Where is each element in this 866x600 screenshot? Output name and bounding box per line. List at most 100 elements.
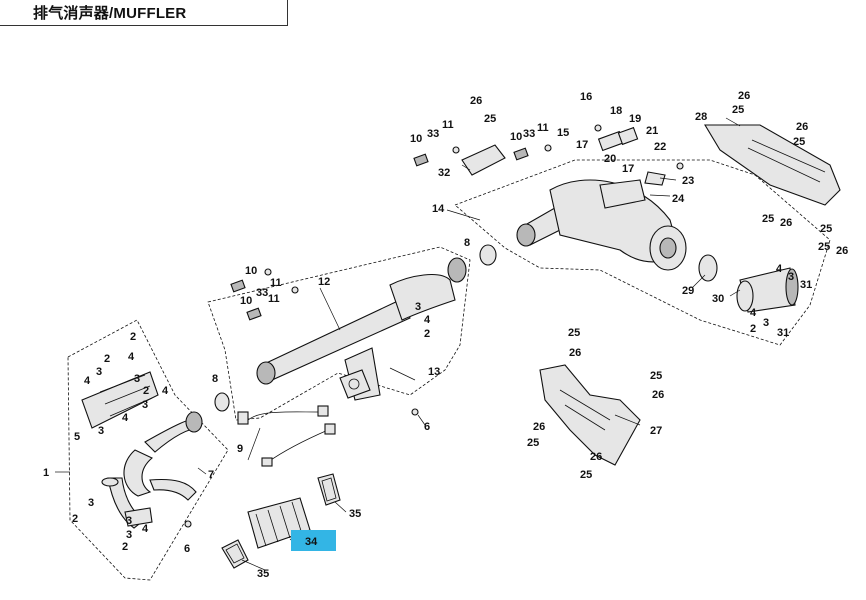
- callout-21: 21: [646, 125, 658, 137]
- gasket-8-right: [479, 244, 497, 266]
- callout-1: 1: [43, 467, 49, 479]
- callout-10: 10: [510, 131, 522, 143]
- callout-27: 27: [650, 425, 662, 437]
- callout-26: 26: [569, 347, 581, 359]
- callout-26: 26: [836, 245, 848, 257]
- callout-11: 11: [537, 122, 549, 134]
- gasket-29: [698, 254, 718, 282]
- callout-26: 26: [590, 451, 602, 463]
- callout-28: 28: [695, 111, 707, 123]
- group-outline-14: [454, 159, 831, 346]
- callout-4: 4: [776, 263, 783, 275]
- callout-15: 15: [557, 127, 569, 139]
- callout-24: 24: [672, 193, 685, 205]
- callout-17: 17: [576, 139, 588, 151]
- callout-25: 25: [793, 136, 805, 148]
- callout-2: 2: [424, 328, 430, 340]
- callout-3: 3: [763, 317, 769, 329]
- callout-2: 2: [750, 323, 756, 335]
- callout-25: 25: [484, 113, 496, 125]
- callout-10: 10: [245, 265, 257, 277]
- callout-19: 19: [629, 113, 641, 125]
- callout-25: 25: [820, 223, 832, 235]
- callout-5: 5: [74, 431, 80, 443]
- page-title: 排气消声器/MUFFLER: [33, 5, 187, 22]
- callout-3: 3: [88, 497, 94, 509]
- callout-13: 13: [428, 366, 440, 378]
- heat-shield-27: [539, 364, 641, 466]
- callout-3: 3: [415, 301, 421, 313]
- callout-14: 14: [432, 203, 445, 215]
- callout-10: 10: [240, 295, 252, 307]
- callout-26: 26: [796, 121, 808, 133]
- callout-6: 6: [184, 543, 190, 555]
- callout-31: 31: [800, 279, 812, 291]
- callout-9: 9: [237, 443, 243, 455]
- callout-3: 3: [134, 373, 140, 385]
- callout-8: 8: [464, 237, 470, 249]
- tailpipe-30: [736, 267, 799, 313]
- callout-6: 6: [424, 421, 430, 433]
- fasteners: [184, 124, 684, 528]
- group-outline-12: [207, 246, 471, 421]
- callout-25: 25: [650, 370, 662, 382]
- callout-25: 25: [818, 241, 830, 253]
- group-outline-1: [67, 319, 229, 581]
- callout-12: 12: [318, 276, 330, 288]
- callout-31: 31: [777, 327, 789, 339]
- callout-labels: 1 2 2 3 4 4 5 3 2 4 3 3 4 7 3 2 3 4 3 2 …: [43, 90, 848, 580]
- callout-3: 3: [142, 399, 148, 411]
- muffler-body-14: [516, 179, 687, 271]
- callout-4: 4: [122, 412, 129, 424]
- gasket-8-left: [214, 392, 230, 412]
- callout-35: 35: [349, 508, 361, 520]
- callout-22: 22: [654, 141, 666, 153]
- callout-4: 4: [84, 375, 91, 387]
- callout-33: 33: [256, 287, 268, 299]
- o2-sensors-9: [237, 405, 336, 467]
- callout-4: 4: [750, 307, 757, 319]
- bracket-13: [339, 369, 371, 399]
- callout-26: 26: [738, 90, 750, 102]
- callout-3: 3: [126, 515, 132, 527]
- callout-11: 11: [442, 119, 454, 131]
- callout-26: 26: [470, 95, 482, 107]
- callout-26: 26: [533, 421, 545, 433]
- callout-29: 29: [682, 285, 694, 297]
- callout-33: 33: [523, 128, 535, 140]
- callout-10: 10: [410, 133, 422, 145]
- bracket-32: [461, 144, 506, 176]
- callout-25: 25: [568, 327, 580, 339]
- callout-7: 7: [208, 469, 214, 481]
- heat-shield-5: [81, 371, 159, 429]
- callout-34-highlight: [291, 530, 336, 551]
- callout-8: 8: [212, 373, 218, 385]
- callout-20: 20: [604, 153, 616, 165]
- callout-4: 4: [128, 351, 135, 363]
- callout-2: 2: [130, 331, 136, 343]
- callout-3: 3: [96, 366, 102, 378]
- callout-3: 3: [788, 271, 794, 283]
- callout-32: 32: [438, 167, 450, 179]
- hanger-assembly-18-24: [597, 126, 666, 209]
- callout-11: 11: [270, 277, 282, 289]
- callout-33: 33: [427, 128, 439, 140]
- callout-11: 11: [268, 293, 280, 305]
- callout-30: 30: [712, 293, 724, 305]
- callout-2: 2: [104, 353, 110, 365]
- callout-34: 34: [305, 536, 318, 548]
- callout-3: 3: [126, 529, 132, 541]
- callout-17: 17: [622, 163, 634, 175]
- callout-3: 3: [98, 425, 104, 437]
- callout-25: 25: [527, 437, 539, 449]
- callout-16: 16: [580, 91, 592, 103]
- callout-26: 26: [780, 217, 792, 229]
- callout-4: 4: [142, 523, 149, 535]
- callout-23: 23: [682, 175, 694, 187]
- gasket-35-upper: [317, 473, 341, 506]
- callout-35: 35: [257, 568, 269, 580]
- callout-25: 25: [732, 104, 744, 116]
- title-box: 排气消声器/MUFFLER: [0, 0, 288, 26]
- callout-25: 25: [762, 213, 774, 225]
